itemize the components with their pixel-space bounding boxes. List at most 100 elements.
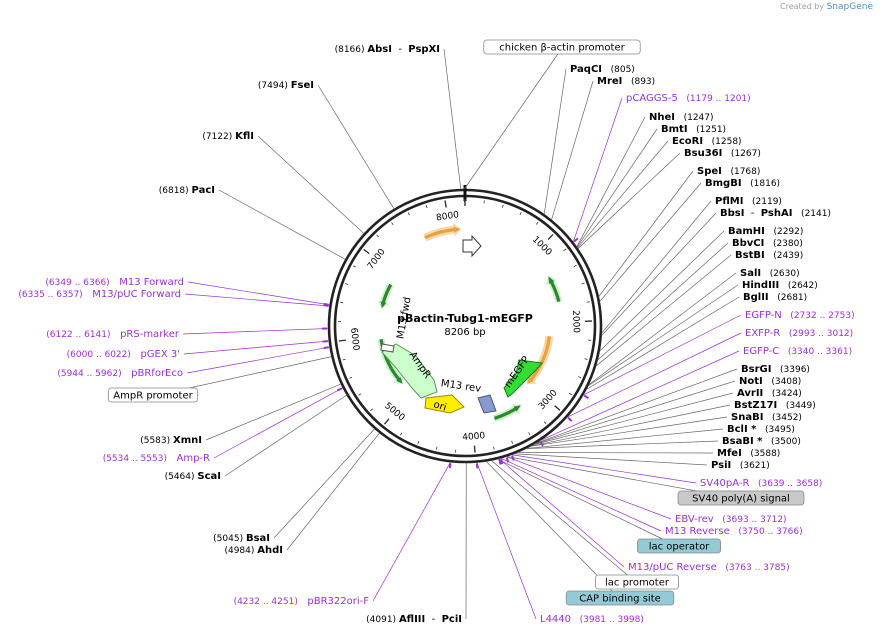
minor-tick — [581, 282, 585, 285]
cap-site-box — [565, 590, 675, 606]
minor-tick — [342, 358, 346, 361]
exfpr-label: EXFP-R (2993 .. 3012) — [745, 328, 853, 339]
absi-part-dash: - — [392, 44, 408, 55]
egfpc-leader-line — [539, 350, 740, 442]
pgex3-site-mark — [322, 340, 328, 343]
minor-tick — [563, 248, 567, 252]
ampr-primer-site-mark — [336, 387, 343, 392]
mrei-part-bold: MreI — [597, 76, 622, 87]
lac-promoter-label: lac promoter — [605, 578, 670, 589]
paci-leader-line — [218, 189, 346, 260]
tick-label: 4000 — [462, 431, 486, 443]
ampr-promoter-label: AmpR promoter — [113, 391, 193, 402]
egfpn-part-pnum: (2732 .. 2753) — [782, 311, 855, 321]
m13puc-rev-label: M13/pUC Reverse (3763 .. 3785) — [628, 562, 790, 573]
bmgbi-part-bold: BmgBI — [705, 178, 742, 189]
l4440-part-primer: L4440 — [540, 614, 571, 625]
minor-tick — [584, 358, 588, 360]
bstz17i-part-num: (3449) — [777, 401, 816, 411]
bmti-label: BmtI (1251) — [661, 124, 726, 135]
bsu36i-leader-line — [577, 152, 681, 249]
minor-tick — [493, 446, 495, 450]
bsrgi-leader-line — [535, 368, 738, 444]
paci-part-bold: PacI — [192, 185, 215, 196]
feature-m13fwd-arrow — [380, 343, 395, 353]
chicken-promoter-leader-line — [464, 47, 563, 190]
minor-tick — [425, 204, 428, 209]
major-tick — [338, 339, 346, 342]
minor-tick — [349, 376, 353, 379]
lac-promoter-leader-line — [491, 460, 638, 584]
ampr-primer-part-primer: Amp-R — [167, 453, 210, 464]
noti-label: NotI (3408) — [739, 376, 801, 387]
egfpc-part-pnum: (3340 .. 3361) — [779, 347, 852, 357]
m13puc-fwd-part-pnum: (6335 .. 6357) — [18, 290, 82, 300]
bsu36i-part-num: (1267) — [722, 149, 761, 159]
lac-operator-box — [637, 538, 722, 554]
chicken-promoter-box — [483, 39, 641, 55]
exfpr-site-mark — [567, 417, 573, 422]
snabi-part-bold: SnaBI — [731, 412, 763, 423]
hindiii-part-bold: HindIII — [742, 280, 779, 291]
noti-leader-line — [534, 380, 736, 445]
sv40par-part-primer: SV40pA-R — [700, 478, 749, 489]
m13puc-rev-leader-line — [498, 458, 625, 568]
bstbi-part-bold: BstBI — [735, 250, 765, 261]
mrei-leader-line — [551, 80, 594, 220]
bsabi-label: BsaBI * (3500) — [722, 436, 801, 447]
l4440-leader-line — [476, 462, 537, 620]
tick-label: 5000 — [382, 401, 406, 423]
plasmid-name: pBactin-Tubg1-mEGFP — [397, 312, 533, 325]
bstz17i-label: BstZ17I (3449) — [734, 400, 816, 411]
major-tick — [547, 233, 554, 240]
pflmi-part-bold: PflMI — [715, 196, 743, 207]
major-tick — [554, 405, 561, 411]
promoter-arrow — [462, 234, 482, 258]
prs-marker-part-pnum: (6122 .. 6141) — [46, 330, 110, 340]
ampr-primer-label: (5534 .. 5553) Amp-R — [103, 453, 210, 464]
pgex3-part-primer: pGEX 3' — [131, 349, 180, 360]
kfli-leader-line — [257, 135, 365, 234]
bmgbi-part-num: (1816) — [742, 179, 781, 189]
spei-label: SpeI (1768) — [697, 166, 760, 177]
afliii-part-bold: PciI — [442, 614, 462, 625]
sv40-polya-box — [677, 490, 805, 506]
bbsi-part-bold: BbsI — [720, 208, 744, 219]
bglii-part-bold: BglII — [743, 292, 769, 303]
bmti-part-num: (1251) — [688, 125, 727, 135]
minor-tick — [345, 283, 349, 285]
exfpr-leader-line — [567, 332, 742, 418]
pcaggs5-site-mark — [573, 237, 579, 243]
bcli-label: BclI * (3495) — [727, 424, 795, 435]
bcli-part-bold: BclI * — [727, 424, 757, 435]
psii-leader-line — [514, 453, 708, 466]
bsrgi-label: BsrGI (3396) — [741, 364, 810, 375]
nhei-label: NheI (1247) — [649, 112, 714, 123]
bstz17i-part-bold: BstZ17I — [734, 400, 777, 411]
kfli-label: (7122) KflI — [202, 131, 254, 142]
pflmi-leader-line — [601, 200, 712, 334]
orf-arrow — [548, 276, 561, 303]
minor-tick — [535, 221, 539, 225]
fsei-part-num: (7494) — [258, 81, 291, 91]
lac-operator-label: lac operator — [649, 542, 710, 553]
bbvci-part-num: (2380) — [764, 239, 803, 249]
scai-part-num: (5464) — [165, 472, 198, 482]
pflmi-label: PflMI (2119) — [715, 196, 782, 207]
bsabi-part-num: (3500) — [762, 437, 801, 447]
pcaggs5-label: pCAGGS-5 (1179 .. 1201) — [626, 93, 751, 104]
prs-marker-label: (6122 .. 6141) pRS-marker — [46, 329, 180, 340]
m13puc-rev-part-pnum: (3763 .. 3785) — [717, 563, 790, 573]
l4440-label: L4440 (3981 .. 3998) — [540, 614, 644, 625]
minor-tick — [370, 408, 373, 412]
scai-label: (5464) ScaI — [165, 471, 221, 482]
tick-label: 2000 — [570, 310, 581, 334]
minor-tick — [353, 265, 357, 268]
snabi-label: SnaBI (3452) — [731, 412, 802, 423]
minor-tick — [528, 432, 531, 436]
xmni-label: (5583) XmnI — [140, 435, 202, 446]
plasmid-size: 8206 bp — [444, 327, 485, 338]
orf-arrow — [527, 336, 551, 384]
bsabi-leader-line — [526, 440, 719, 450]
minor-tick — [502, 204, 504, 208]
